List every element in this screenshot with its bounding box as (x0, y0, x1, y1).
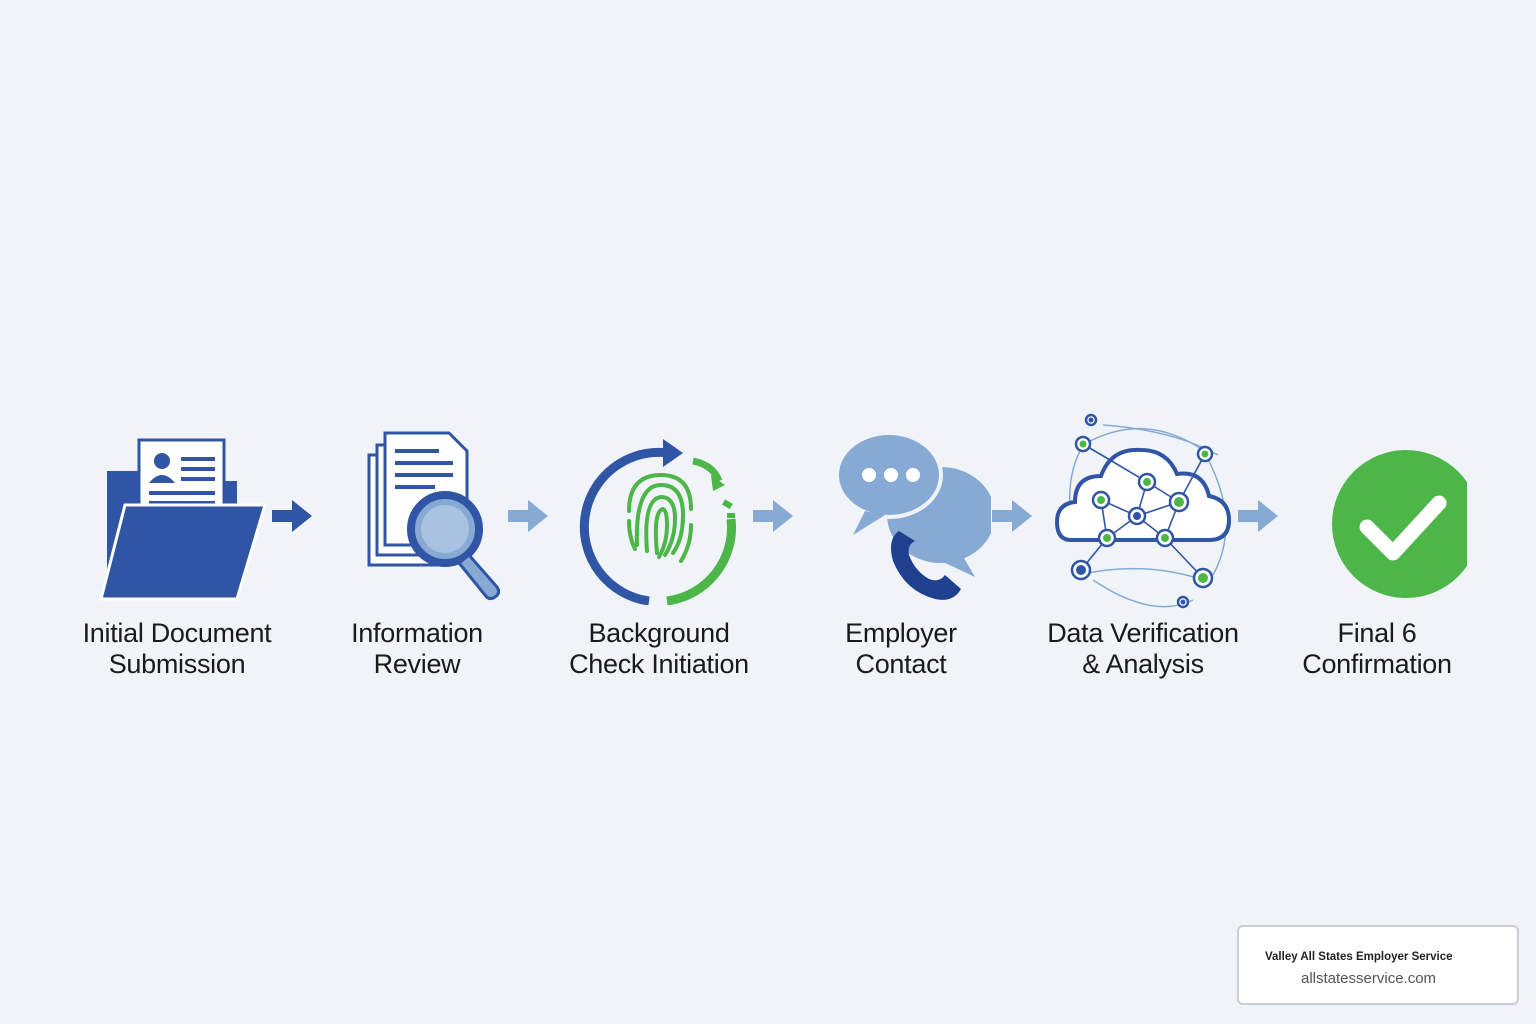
step-label-line1: Initial Document (82, 618, 272, 648)
step-label: Information Review (297, 618, 537, 680)
step-employer-contact: Employer Contact (781, 410, 1021, 680)
step-label-line2: Check Initiation (569, 649, 749, 679)
brand-badge: Valley All States Employer Service allst… (1237, 925, 1519, 1005)
step-information-review: Information Review (297, 410, 537, 680)
fingerprint-cycle-icon (579, 439, 736, 605)
step-label: Final 6 Confirmation (1257, 618, 1497, 680)
step-label: Data Verification & Analysis (1023, 618, 1263, 680)
arrow-right-icon (272, 500, 312, 532)
step-label-line2: & Analysis (1082, 649, 1204, 679)
brand-url[interactable]: allstatesservice.com (1301, 970, 1437, 987)
step-label-line1: Employer (845, 618, 957, 648)
step-label-line2: Review (373, 649, 461, 679)
document-magnifier-icon (367, 431, 501, 601)
step-label-line2: Submission (108, 649, 246, 679)
arrow-right-icon (992, 500, 1032, 532)
step-initial-document-submission: Initial Document Submission (57, 410, 297, 680)
step-label: Employer Contact (781, 618, 1021, 680)
step-label-line1: Information (351, 618, 483, 648)
brand-name: Valley All States Employer Service (1265, 951, 1453, 963)
arrow-right-icon (753, 500, 793, 532)
step-label: Initial Document Submission (57, 618, 297, 680)
arrow-right-icon (1238, 500, 1278, 532)
step-final-confirmation: Final 6 Confirmation (1257, 410, 1497, 680)
step-label-line1: Final 6 (1337, 618, 1417, 648)
step-label-line1: Background (588, 618, 730, 648)
cloud-network-icon (1054, 413, 1232, 609)
folder-document-icon (99, 438, 267, 601)
arrow-right-icon (508, 500, 548, 532)
step-background-check-initiation: Background Check Initiation (539, 410, 779, 680)
checkmark-circle-icon (1332, 450, 1467, 598)
chat-phone-icon (835, 431, 991, 600)
step-label-line1: Data Verification (1047, 618, 1239, 648)
step-label-line2: Confirmation (1302, 649, 1452, 679)
step-label-line2: Contact (855, 649, 947, 679)
step-label: Background Check Initiation (539, 618, 779, 680)
step-data-verification-analysis: Data Verification & Analysis (1023, 410, 1263, 680)
